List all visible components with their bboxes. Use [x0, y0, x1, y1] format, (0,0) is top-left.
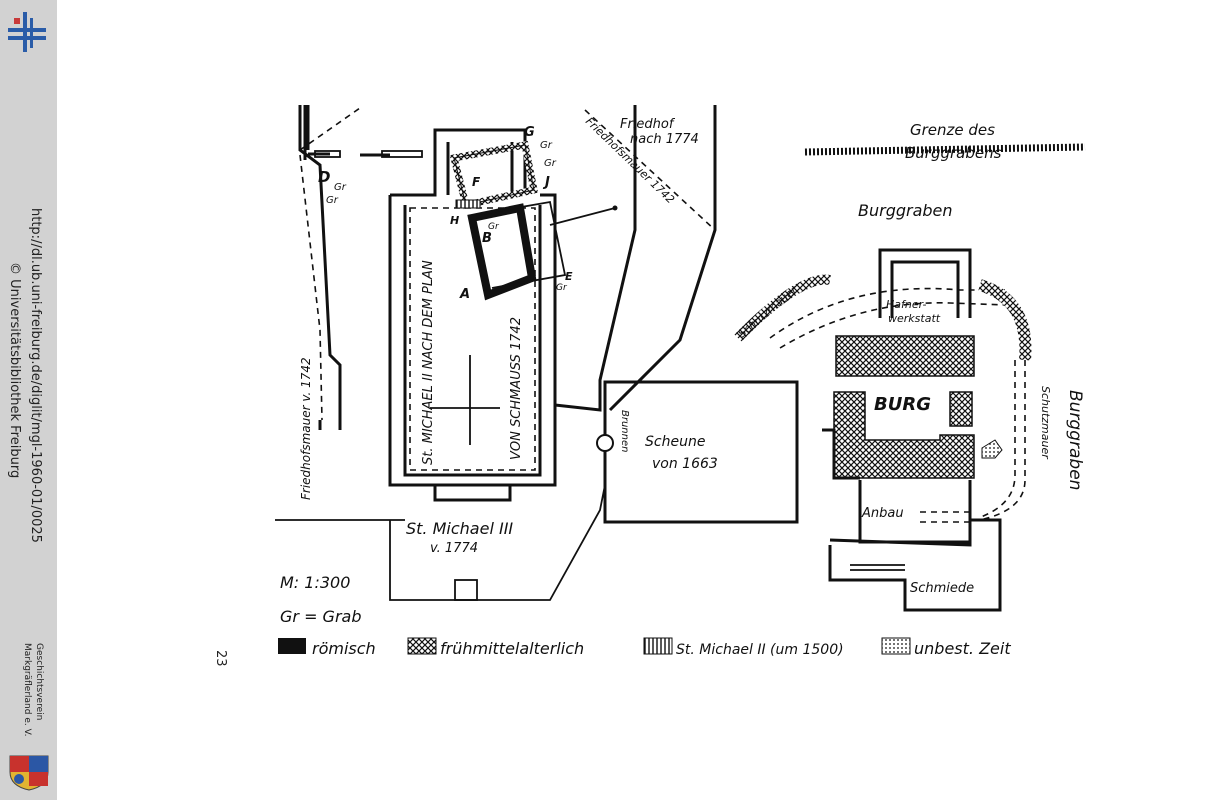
coat-of-arms-icon[interactable]: [6, 752, 52, 792]
label-st-michael-ii: St. MICHAEL II NACH DEM PLAN: [421, 260, 436, 465]
outline-e: [474, 200, 567, 289]
grab-mark-j: Gr: [544, 158, 557, 169]
legend-swatch-unknown-period: [881, 637, 911, 655]
label-hafnerwerkstatt-line2: werkstatt: [888, 312, 941, 325]
letter-e: E: [565, 270, 573, 283]
letter-j: J: [542, 175, 550, 190]
label-burggraben-top: Burggraben: [858, 201, 953, 220]
label-scheune-line2: von 1663: [652, 456, 718, 472]
label-friedhof-line2: nach 1774: [630, 132, 699, 147]
letter-b: B: [482, 231, 492, 246]
label-st-michael-iii-line1: St. Michael III: [406, 519, 513, 538]
arrow-line: [549, 207, 616, 226]
arrow-dot: [612, 205, 618, 211]
label-grab-definition: Gr = Grab: [280, 607, 362, 626]
letter-a: A: [459, 287, 470, 302]
grab-mark-g: Gr: [540, 140, 553, 151]
st-michael-ii-fragment: [455, 199, 481, 209]
source-url[interactable]: http://dl.ub.uni-freiburg.de/diglit/mgl-…: [28, 208, 43, 543]
legend-swatch-st-michael-ii: [643, 637, 673, 655]
letter-d: D: [318, 168, 330, 186]
grab-mark-d1: Gr: [334, 182, 347, 193]
early-medieval-structure-f: [449, 140, 539, 210]
legend-label-st-michael-ii: St. Michael II (um 1500): [676, 642, 844, 658]
society-name-line1: Geschichtsverein: [34, 643, 44, 721]
label-grenze-line2: Burggrabens: [905, 144, 1002, 162]
label-burggraben-right: Burggraben: [1065, 390, 1085, 490]
roman-structure-a-b: [467, 203, 537, 301]
page-number: 23: [213, 650, 228, 667]
legend-swatch-early-medieval: [407, 637, 437, 655]
grab-mark-d2: Gr: [326, 195, 339, 206]
label-scheune-line1: Scheune: [645, 434, 705, 450]
label-brunnen: Brunnen: [619, 410, 630, 452]
label-friedhof-line1: Friedhof: [620, 117, 676, 132]
label-schutzmauer-right: Schutzmauer: [1039, 386, 1052, 460]
copyright-notice: © Universitätsbibliothek Freiburg: [7, 262, 22, 479]
letter-h: H: [450, 214, 459, 227]
legend-label-unknown-period: unbest. Zeit: [914, 639, 1011, 658]
label-anbau: Anbau: [861, 506, 904, 521]
site-plan-drawing: Grenze des Burggrabens Burggraben Burggr…: [275, 105, 1086, 658]
legend-label-roman: römisch: [312, 639, 376, 658]
label-schmiede: Schmiede: [910, 581, 974, 596]
burggraben-boundary: [804, 143, 1086, 156]
label-burg: BURG: [874, 394, 931, 415]
scheune-building: [596, 380, 799, 524]
friedhofsmauer-1742-wall: [275, 105, 405, 521]
label-hafnerwerkstatt-line1: Hafner-: [886, 298, 927, 311]
label-scale: M: 1:300: [280, 573, 350, 592]
label-grenze-line1: Grenze des: [910, 121, 995, 139]
society-name-line2: Markgräflerland e. V.: [22, 643, 32, 737]
legend-swatch-roman: [278, 638, 306, 654]
label-von-schmauss: VON SCHMAUSS 1742: [509, 317, 524, 460]
label-st-michael-iii-line2: v. 1774: [430, 541, 478, 556]
legend-label-early-medieval: frühmittelalterlich: [440, 639, 584, 658]
grab-mark-b: Gr: [488, 222, 500, 232]
label-friedhofsmauer-left: Friedhofsmauer v. 1742: [299, 357, 313, 500]
fence-segments: [314, 150, 423, 158]
sidebar: http://dl.ub.uni-freiburg.de/diglit/mgl-…: [0, 0, 57, 800]
burg-complex: [734, 248, 1032, 612]
ub-freiburg-logo-icon[interactable]: [6, 8, 48, 52]
label-schutzmauer-left: Schutzmauer: [736, 283, 801, 341]
letter-g: G: [524, 125, 535, 140]
legend: römisch frühmittelalterlich St. Michael …: [278, 637, 1011, 658]
grab-mark-e: Gr: [556, 283, 568, 293]
road-outline: [389, 105, 717, 601]
letter-f: F: [472, 175, 481, 189]
